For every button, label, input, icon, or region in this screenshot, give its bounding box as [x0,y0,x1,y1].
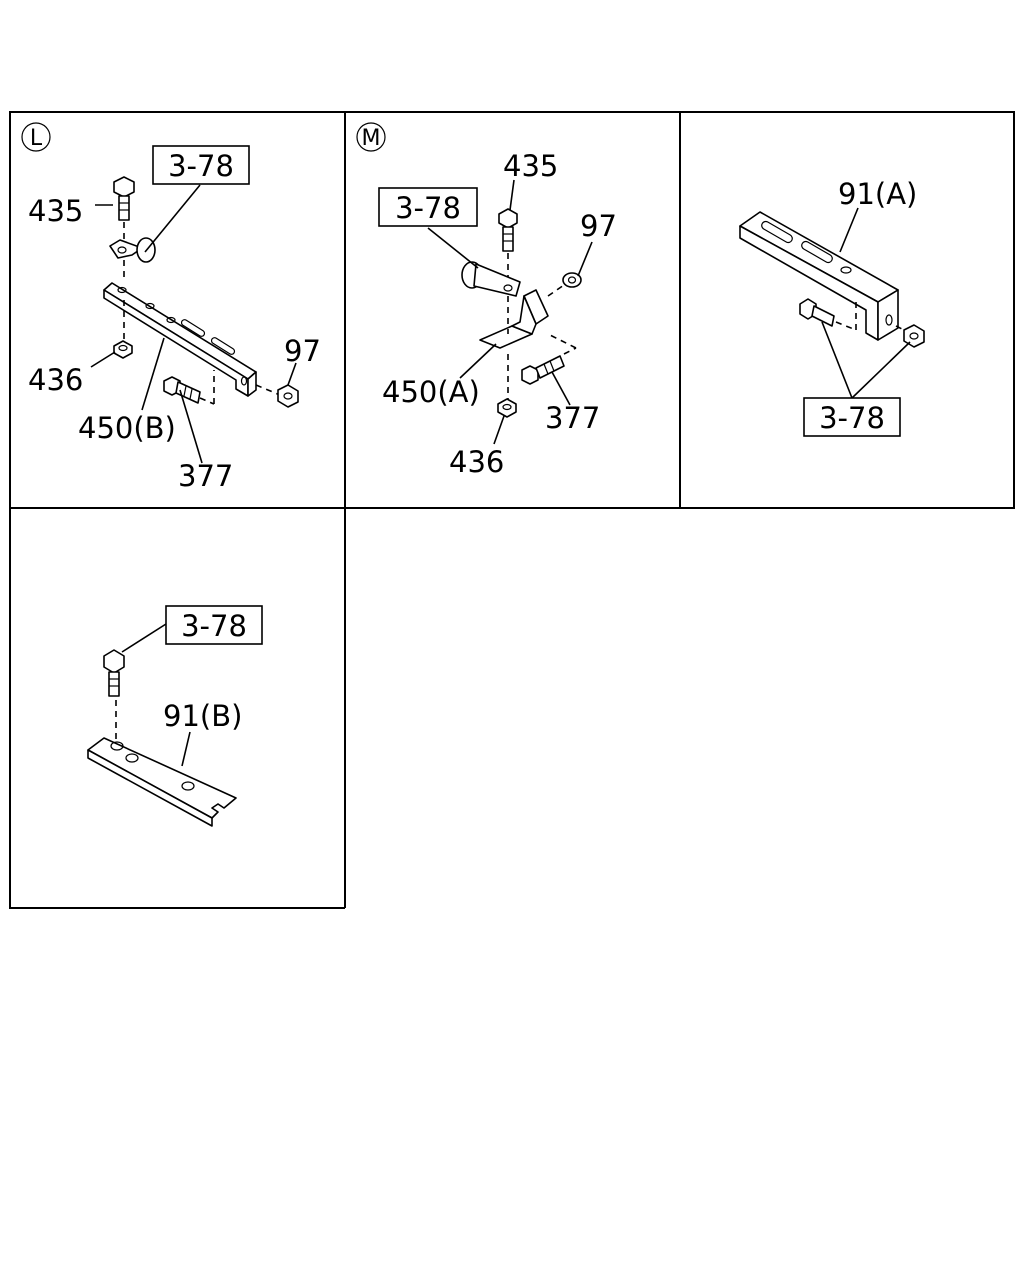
reference-box [378,187,478,227]
callout-435: 435 [28,194,83,228]
callout-377: 377 [545,401,600,435]
clip [109,237,156,282]
nut [895,324,925,348]
washer-97 [547,272,582,297]
callout-377: 377 [178,459,233,493]
plate-91b [87,737,237,827]
callout-450a: 450(A) [382,375,480,409]
panel-marker: L [21,122,51,152]
bolt [799,298,857,331]
diagram-grid [9,111,1015,909]
clip [461,261,521,297]
callout-97: 97 [284,334,321,368]
reference-label: 3-78 [181,609,247,643]
reference-box [165,605,263,645]
callout-97: 97 [580,209,617,243]
top-row-frame [9,111,1015,509]
callout-450b: 450(B) [78,411,176,445]
bracket-450a [479,289,549,400]
bracket-91a [739,211,899,341]
callout-91b: 91(B) [163,699,242,733]
nut-97 [255,384,299,408]
panel-marker-label: L [30,126,43,151]
callout-435: 435 [503,149,558,183]
panel-91a: 3-78 91(A) [739,177,925,437]
callout-436: 436 [449,445,504,479]
reference-label: 3-78 [168,149,234,183]
panel-marker-label: M [362,126,381,151]
reference-box [152,145,250,185]
bolt-377 [163,370,215,405]
callout-436: 436 [28,363,83,397]
callout-91a: 91(A) [838,177,917,211]
bolt-435 [498,208,518,280]
reference-box [803,397,901,437]
panel-l: L [21,122,321,493]
panel-m: M [356,122,617,479]
reference-label: 3-78 [819,401,885,435]
bolt-377 [521,333,577,385]
panel-marker: M [356,122,386,152]
bolt [103,649,125,744]
panel-91b: 3-78 91(B) [87,605,263,827]
bracket-450b [103,282,257,397]
bolt-435 [113,176,135,240]
reference-label: 3-78 [395,191,461,225]
nut-436 [497,398,517,418]
bottom-left-frame [9,508,345,909]
